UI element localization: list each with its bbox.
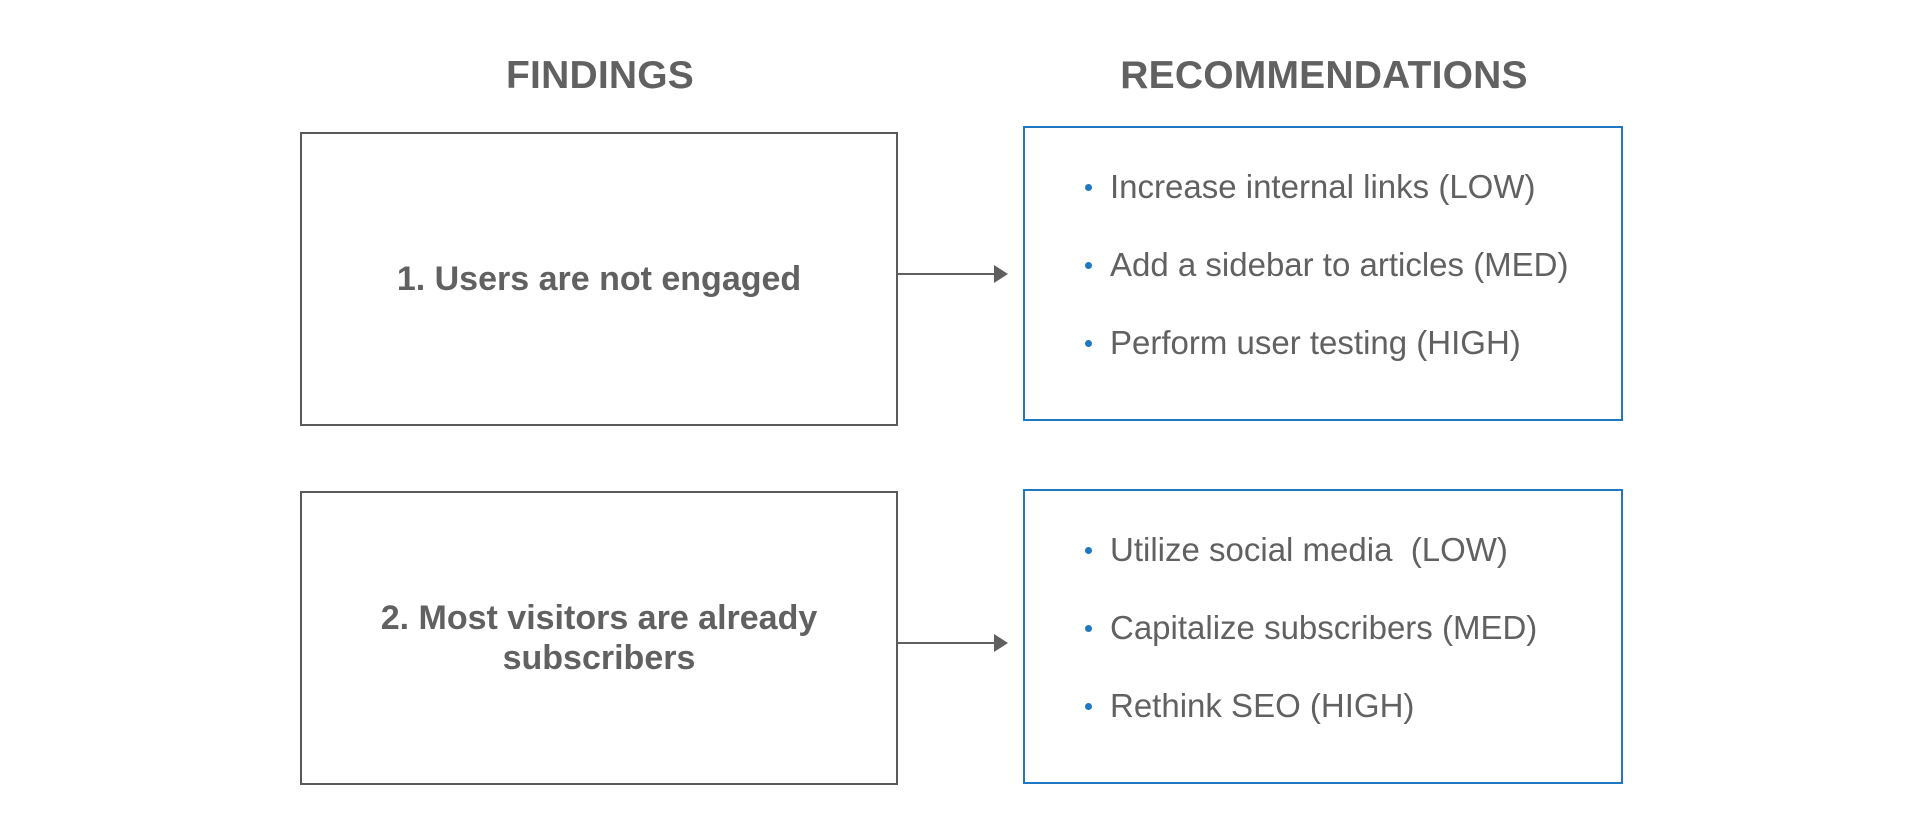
bullet-icon (1085, 702, 1092, 710)
bullet-icon (1085, 261, 1092, 269)
finding-text-2: 2. Most visitors are already subscribers (380, 599, 818, 677)
recommendation-item: Add a sidebar to articles (MED) (1085, 246, 1621, 284)
recommendation-list-2: Utilize social media (LOW) Capitalize su… (1085, 531, 1621, 725)
recommendation-item: Rethink SEO (HIGH) (1085, 687, 1621, 725)
finding-text-1: 1. Users are not engaged (396, 260, 802, 298)
recommendation-text: Utilize social media (LOW) (1110, 531, 1508, 568)
finding-box-2: 2. Most visitors are already subscribers (300, 491, 898, 785)
recommendation-item: Perform user testing (HIGH) (1085, 324, 1621, 362)
bullet-icon (1085, 624, 1092, 632)
arrow-right-icon (898, 634, 1008, 652)
recommendation-text: Capitalize subscribers (MED) (1110, 609, 1538, 646)
recommendation-list-1: Increase internal links (LOW) Add a side… (1085, 168, 1621, 362)
bullet-icon (1085, 546, 1092, 554)
arrow-right-icon (898, 265, 1008, 283)
bullet-icon (1085, 183, 1092, 191)
findings-heading: FINDINGS (506, 54, 694, 97)
recommendation-text: Rethink SEO (HIGH) (1110, 687, 1415, 724)
recommendation-item: Capitalize subscribers (MED) (1085, 609, 1621, 647)
recommendations-heading: RECOMMENDATIONS (1120, 54, 1528, 97)
bullet-icon (1085, 339, 1092, 347)
recommendation-box-1: Increase internal links (LOW) Add a side… (1023, 126, 1623, 421)
finding-box-1: 1. Users are not engaged (300, 132, 898, 426)
recommendation-box-2: Utilize social media (LOW) Capitalize su… (1023, 489, 1623, 784)
recommendation-text: Increase internal links (LOW) (1110, 168, 1536, 205)
recommendation-item: Utilize social media (LOW) (1085, 531, 1621, 569)
recommendation-text: Add a sidebar to articles (MED) (1110, 246, 1569, 283)
recommendation-item: Increase internal links (LOW) (1085, 168, 1621, 206)
recommendation-text: Perform user testing (HIGH) (1110, 324, 1521, 361)
